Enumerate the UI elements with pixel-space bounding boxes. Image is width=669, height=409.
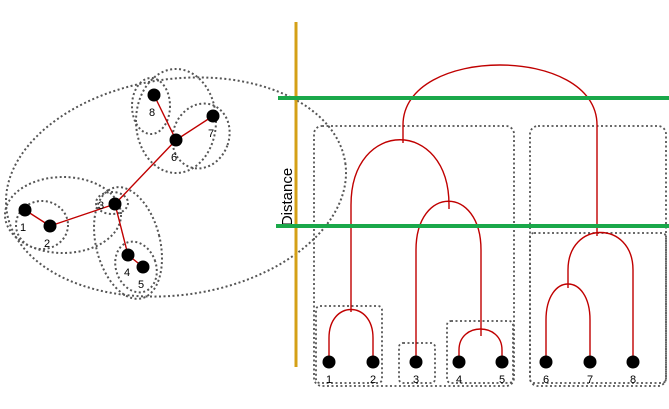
- merge-arc-67-8: [567, 232, 634, 360]
- scatter-label-2: 2: [44, 238, 50, 250]
- scatter-label-7: 7: [208, 128, 214, 140]
- cluster-box-3: [398, 342, 436, 384]
- scatter-edge-3-6: [114, 139, 177, 205]
- scatter-point-7: [206, 109, 220, 123]
- leaf-label-2: 2: [370, 374, 376, 386]
- cluster-box-12345: [313, 125, 515, 387]
- cluster-outline-12: [4, 176, 122, 254]
- cluster-box-12: [315, 305, 383, 384]
- scatter-label-4: 4: [124, 267, 130, 279]
- cluster-box-45: [446, 320, 514, 384]
- leaf-node-7: [583, 355, 597, 369]
- cluster-outline-3: [95, 191, 129, 215]
- leaf-node-1: [322, 355, 336, 369]
- leaf-node-2: [366, 355, 380, 369]
- scatter-point-3: [108, 197, 122, 211]
- leaf-label-6: 6: [543, 374, 549, 386]
- scatter-point-2: [43, 219, 57, 233]
- scatter-panel: 1 2 3 4 5 6 7 8: [4, 68, 348, 300]
- merge-arc-1-2: [328, 309, 374, 360]
- scatter-point-4: [121, 248, 135, 262]
- scatter-point-5: [136, 260, 150, 274]
- cluster-outline-67: [171, 102, 231, 170]
- merge-arc-12-345: [350, 139, 450, 312]
- leaf-node-4: [452, 355, 466, 369]
- leaf-label-7: 7: [587, 374, 593, 386]
- leaf-node-8: [626, 355, 640, 369]
- scatter-point-8: [147, 88, 161, 102]
- leaf-label-8: 8: [630, 374, 636, 386]
- leaf-node-5: [495, 355, 509, 369]
- scatter-label-1: 1: [20, 222, 26, 234]
- scatter-edge-2-3: [49, 203, 116, 227]
- cluster-outline-2: [15, 200, 69, 250]
- scatter-edge-6-8: [153, 94, 177, 141]
- leaf-node-6: [539, 355, 553, 369]
- scatter-label-8: 8: [149, 107, 155, 119]
- leaf-node-3: [409, 355, 423, 369]
- cluster-outline-45: [114, 240, 158, 294]
- scatter-label-5: 5: [138, 279, 144, 291]
- scatter-edge-3-4: [114, 203, 129, 256]
- cluster-outline-8: [131, 77, 171, 135]
- scatter-label-3: 3: [98, 200, 104, 212]
- scatter-label-6: 6: [171, 152, 177, 164]
- cluster-outline-345: [93, 186, 163, 300]
- leaf-label-4: 4: [456, 374, 462, 386]
- scatter-edge-6-7: [175, 115, 214, 141]
- scatter-point-1: [18, 203, 32, 217]
- merge-arc-root: [402, 64, 598, 236]
- cluster-outline-all: [4, 76, 348, 298]
- leaf-label-3: 3: [413, 374, 419, 386]
- leaf-label-1: 1: [326, 374, 332, 386]
- dendrogram-panel: Distance: [276, 22, 669, 387]
- leaf-label-5: 5: [499, 374, 505, 386]
- scatter-point-6: [169, 133, 183, 147]
- merge-arc-6-7: [545, 283, 591, 360]
- cluster-box-678: [529, 125, 667, 387]
- distance-axis-label: Distance: [279, 168, 296, 226]
